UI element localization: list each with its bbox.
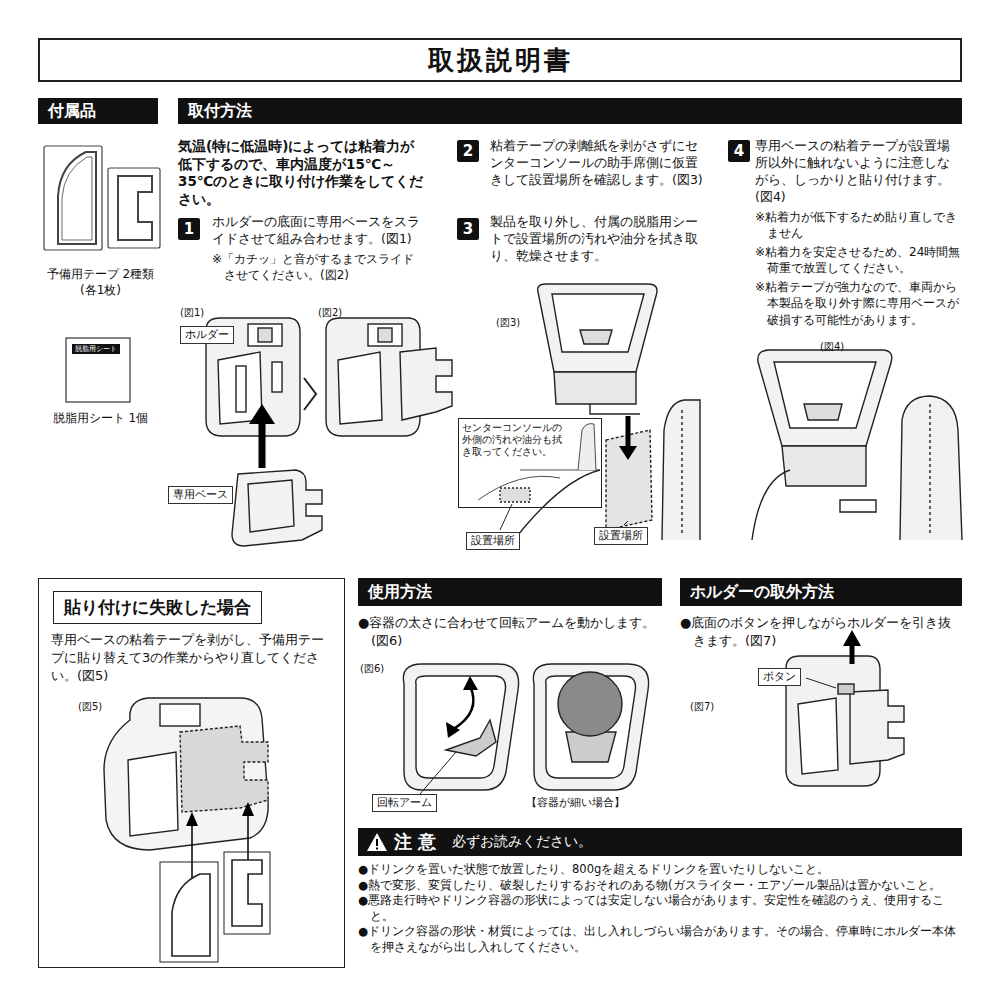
figure-number: (図4) [820,340,860,354]
usage-column: ●容器の太さに合わせて回転アームを動かします。(図6) [358,614,662,650]
warning-icon [366,832,388,852]
caution-item: ●悪路走行時やドリンク容器の形状によっては安定しない場合があります。安定性を確認… [358,893,962,924]
figure-number: (図7) [690,700,730,714]
step-number: 2 [457,140,479,162]
caution-column: ●ドリンクを置いた状態で放置したり、800gを超えるドリンクを置いたりしないこと… [358,862,962,955]
caution-band: 注 意必ずお読みください。 [358,828,962,856]
step-chevron [304,378,316,410]
node-text: 回転アーム [377,796,432,810]
step-text: 粘着テープの剥離紙を剥がさずにセンターコンソールの助手席側に仮置きして設置場所を… [490,138,705,189]
step-text: 専用ベースの粘着テープが設置場所以外に触れないように注意しながら、しっかりと貼り… [755,138,962,206]
accessory-caption: 予備用テープ 2種類 (各1枚) [38,266,163,298]
removal-column: ●底面のボタンを押しながらホルダーを引き抜きます。(図7) [680,614,962,650]
step-column: ホルダーの底面に専用ベースをスライドさせて組み合わせます。(図1)※「カチッ」と… [212,214,425,283]
figure-number: (図1) [180,306,220,320]
node-text: 取付方法 [188,101,252,122]
step-text: ホルダーの底面に専用ベースをスライドさせて組み合わせます。(図1) [212,214,425,248]
title-text: 取扱説明書 [428,43,573,78]
figure-caption: 【容器が細い場合】 [526,796,656,810]
sheet-label: 脱脂用シート [72,344,120,354]
node-text: 1 [178,218,200,240]
part-label: 専用ベース [168,486,233,504]
failure-heading: 貼り付けに失敗した場合 [53,591,262,624]
step-note: ※「カチッ」と音がするまでスライドさせてください。(図2) [212,251,425,283]
node-text: 3 [457,218,479,240]
figure-1 [206,318,322,546]
part-label: ホルダー [180,326,234,344]
node-text: ホルダー [185,328,229,342]
figure-5 [104,698,270,962]
node-text: 貼り付けに失敗した場合 [64,596,251,619]
inset-box: センターコンソールの外側の汚れや油分も拭き取ってください。 [458,418,602,508]
accessory-caption: 脱脂用シート 1個 [38,410,163,426]
section-band: ホルダーの取外方法 [680,578,962,606]
caution-item: ●ドリンク容器の形状・材質によっては、出し入れしづらい場合があります。その場合、… [358,924,962,955]
intro-note: 気温(特に低温時)によっては粘着力が低下するので、車内温度が15℃～35℃のとき… [178,138,428,208]
step-text: 製品を取り外し、付属の脱脂用シートで設置場所の汚れや油分を拭き取り、乾燥させます… [490,214,705,265]
node-text: 付属品 [48,101,96,122]
node-text: 2 [457,140,479,162]
node-text: 使用方法 [368,582,432,603]
node-text: 設置場所 [599,529,643,543]
degrease-sheet [66,338,130,402]
step-number: 4 [728,140,750,162]
node-text: センターコンソールの外側の汚れや油分も拭き取ってください。 [459,419,571,461]
section-band: 付属品 [38,98,158,124]
step-column: 粘着テープの剥離紙を剥がさずにセンターコンソールの助手席側に仮置きして設置場所を… [490,138,705,189]
node-text: 注 意 [394,830,436,854]
step-note: ※粘着テープが強力なので、車両から本製品を取り外す際に専用ベースが破損する可能性… [755,279,962,328]
step-note: ※粘着力を安定させるため、24時間無荷重で放置してください。 [755,244,962,276]
section-band: 取付方法 [178,98,962,124]
figure-7 [786,630,904,786]
node-text: 設置場所 [471,534,515,548]
step-note: ※粘着力が低下するため貼り直しできません [755,209,962,241]
step-column: 製品を取り外し、付属の脱脂用シートで設置場所の汚れや油分を拭き取り、乾燥させます… [490,214,705,265]
node-text: 専用ベースの粘着テープを剥がし、予備用テープに貼り替えて3の作業からやり直してく… [51,631,334,686]
title-frame: 取扱説明書 [38,38,962,82]
spare-tapes [44,146,160,250]
caution-item: ●熱で変形、変質したり、破裂したりするおそれのある物(ガスライター・エアゾール製… [358,878,962,894]
node-text: 必ずお読みください。 [452,833,592,851]
node-text: 専用ベース [173,488,228,502]
intro-column: 気温(特に低温時)によっては粘着力が低下するので、車内温度が15℃～35℃のとき… [178,138,428,208]
figure-number: (図5) [78,700,118,714]
step-number: 3 [457,218,479,240]
step-number: 1 [178,218,200,240]
part-label: 回転アーム [372,794,437,812]
figure-3 [478,284,700,545]
usage-text: ●容器の太さに合わせて回転アームを動かします。(図6) [358,614,662,650]
figure-number: (図3) [496,316,536,330]
figure-number: (図2) [318,306,358,320]
section-band: 使用方法 [358,578,662,606]
part-label: 設置場所 [466,532,520,550]
failure-box: 専用ベースの粘着テープを剥がし、予備用テープに貼り替えて3の作業からやり直してく… [38,578,345,968]
node-text: ボタン [763,670,796,684]
figure-6 [403,664,648,794]
removal-text: ●底面のボタンを押しながらホルダーを引き抜きます。(図7) [680,614,962,650]
step-column: 専用ベースの粘着テープが設置場所以外に触れないように注意しながら、しっかりと貼り… [755,138,962,328]
node-text: 4 [728,140,750,162]
figure-4 [752,350,962,540]
caution-item: ●ドリンクを置いた状態で放置したり、800gを超えるドリンクを置いたりしないこと… [358,862,962,878]
part-label: 設置場所 [594,527,648,545]
figure-2 [326,318,452,436]
part-label: ボタン [758,668,801,686]
figure-number: (図6) [360,662,400,676]
node-text: ホルダーの取外方法 [690,582,834,603]
node-text: 脱脂用シート [75,345,117,353]
